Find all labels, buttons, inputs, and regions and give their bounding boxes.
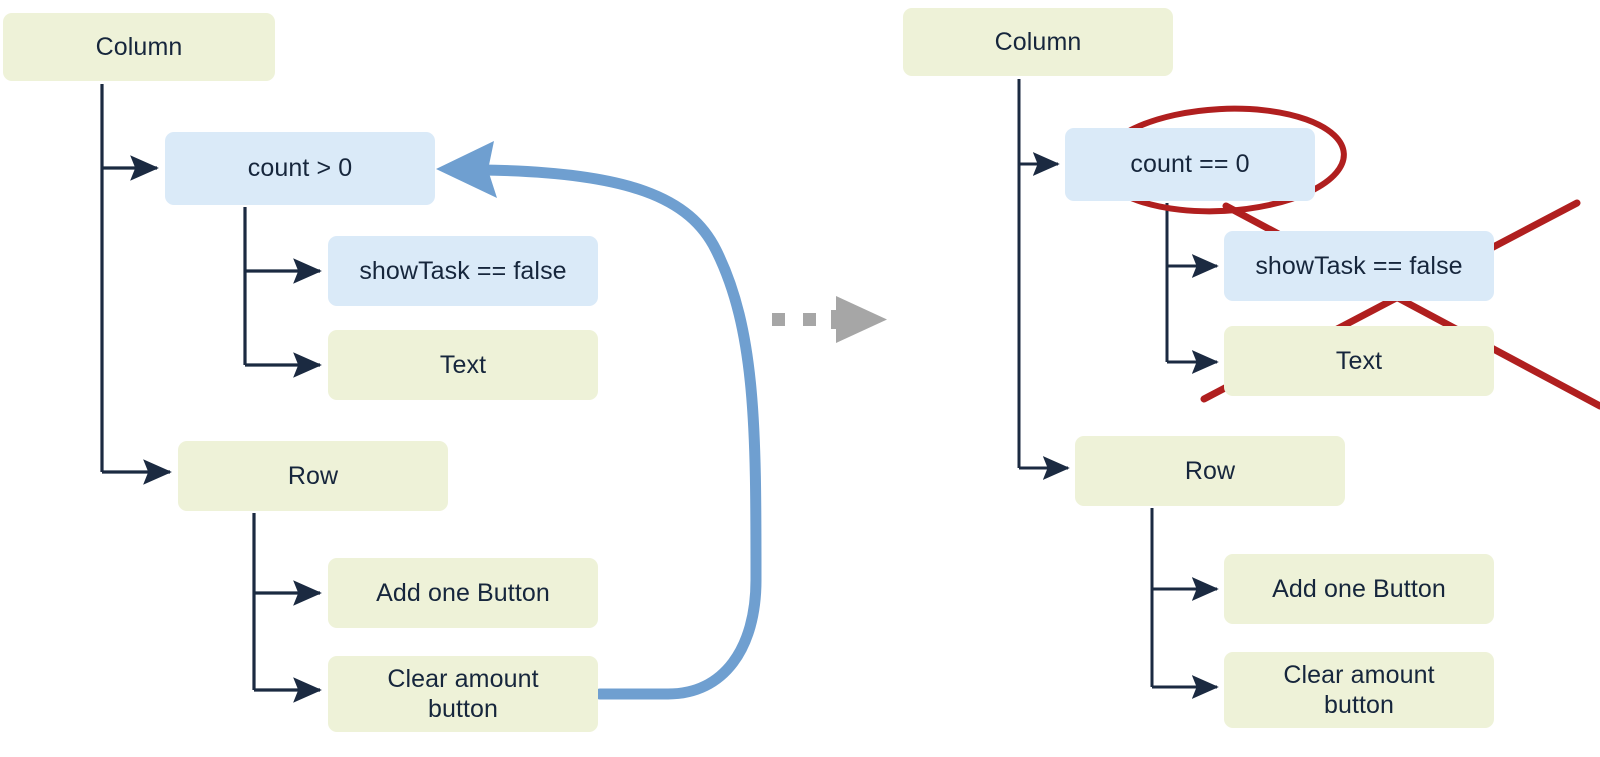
node-label: Add one Button xyxy=(376,578,550,607)
node-label: count > 0 xyxy=(247,154,353,183)
node-add-one-button-before[interactable]: Add one Button xyxy=(328,558,598,628)
node-text-before[interactable]: Text xyxy=(328,330,598,400)
transition-arrow-icon xyxy=(772,296,887,343)
node-row-before[interactable]: Row xyxy=(178,441,448,511)
node-label: Column xyxy=(95,32,183,61)
node-label: count == 0 xyxy=(1130,150,1250,179)
node-label: Row xyxy=(287,461,339,490)
node-label: Clear amount button xyxy=(387,664,539,724)
node-text-after[interactable]: Text xyxy=(1224,326,1494,396)
node-column-before[interactable]: Column xyxy=(3,13,275,81)
node-column-after[interactable]: Column xyxy=(903,8,1173,76)
node-label: Add one Button xyxy=(1272,574,1446,603)
node-label: Row xyxy=(1184,456,1236,485)
node-label: Column xyxy=(994,27,1082,56)
node-row-after[interactable]: Row xyxy=(1075,436,1345,506)
node-label: Text xyxy=(1335,346,1383,375)
node-add-one-button-after[interactable]: Add one Button xyxy=(1224,554,1494,624)
node-showtask-condition-before[interactable]: showTask == false xyxy=(328,236,598,306)
node-clear-amount-button-before[interactable]: Clear amount button xyxy=(328,656,598,732)
node-showtask-condition-after[interactable]: showTask == false xyxy=(1224,231,1494,301)
node-count-condition-before[interactable]: count > 0 xyxy=(165,132,435,205)
node-label: Text xyxy=(439,350,487,379)
node-count-condition-after[interactable]: count == 0 xyxy=(1065,128,1315,201)
node-clear-amount-button-after[interactable]: Clear amount button xyxy=(1224,652,1494,728)
node-label: showTask == false xyxy=(1255,251,1463,280)
node-label: Clear amount button xyxy=(1283,660,1435,720)
node-label: showTask == false xyxy=(359,256,567,285)
